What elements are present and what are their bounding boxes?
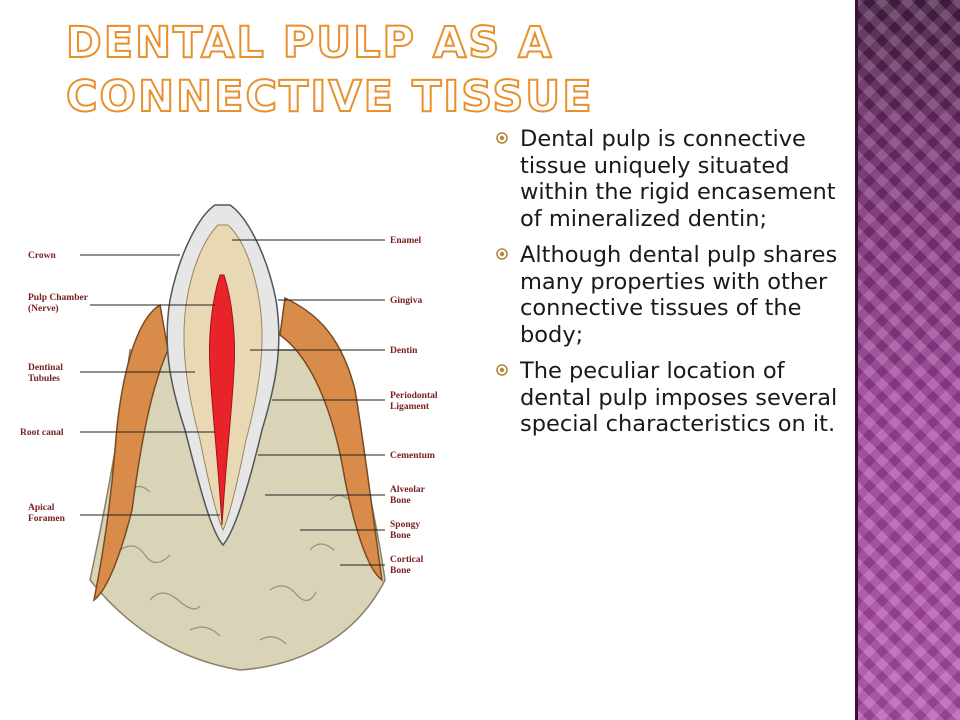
label-pulp-chamber: Pulp Chamber (28, 293, 89, 303)
tooth-anatomy-diagram: Crown Pulp Chamber (Nerve) Dentinal Tubu… (20, 204, 438, 671)
decorative-side-band (855, 0, 960, 720)
label-cementum: Cementum (390, 451, 435, 461)
circle-bullet-icon (496, 248, 508, 260)
circle-bullet-icon (496, 132, 508, 144)
label-apical: Apical (28, 503, 55, 513)
label-cortical-bone: Bone (390, 566, 411, 576)
label-alveolar: Alveolar (390, 485, 426, 495)
label-spongy: Spongy (390, 520, 420, 530)
label-dentinal: Dentinal (28, 363, 63, 373)
label-cortical: Cortical (390, 555, 424, 565)
bullet-text-1: Dental pulp is connective tissue uniquel… (520, 126, 836, 232)
label-dentin: Dentin (390, 346, 418, 356)
label-tubules: Tubules (28, 374, 60, 384)
bullet-item-2: Although dental pulp shares many propert… (496, 242, 848, 348)
circle-bullet-icon (496, 364, 508, 376)
bullet-item-3: The peculiar location of dental pulp imp… (496, 358, 848, 438)
bullet-item-1: Dental pulp is connective tissue uniquel… (496, 126, 848, 232)
bullet-text-3: The peculiar location of dental pulp imp… (520, 358, 838, 437)
gingiva-left-shape (92, 303, 169, 602)
label-foramen: Foramen (28, 514, 66, 524)
bullet-text-2: Although dental pulp shares many propert… (520, 242, 838, 348)
label-spongy-bone: Bone (390, 531, 411, 541)
pulp-shape (209, 274, 235, 526)
label-gingiva: Gingiva (390, 296, 422, 306)
bullet-list: Dental pulp is connective tissue uniquel… (496, 126, 848, 448)
slide-title: Dental pulp as a connective tissue (65, 17, 594, 123)
label-ligament: Ligament (390, 402, 430, 412)
label-pulp-chamber-nerve: (Nerve) (28, 303, 59, 314)
label-alveolar-bone: Bone (390, 496, 411, 506)
label-root-canal: Root canal (20, 428, 64, 438)
label-enamel: Enamel (390, 236, 422, 246)
label-crown: Crown (28, 251, 57, 261)
leader-lines (80, 239, 385, 566)
label-periodontal: Periodontal (390, 391, 438, 401)
